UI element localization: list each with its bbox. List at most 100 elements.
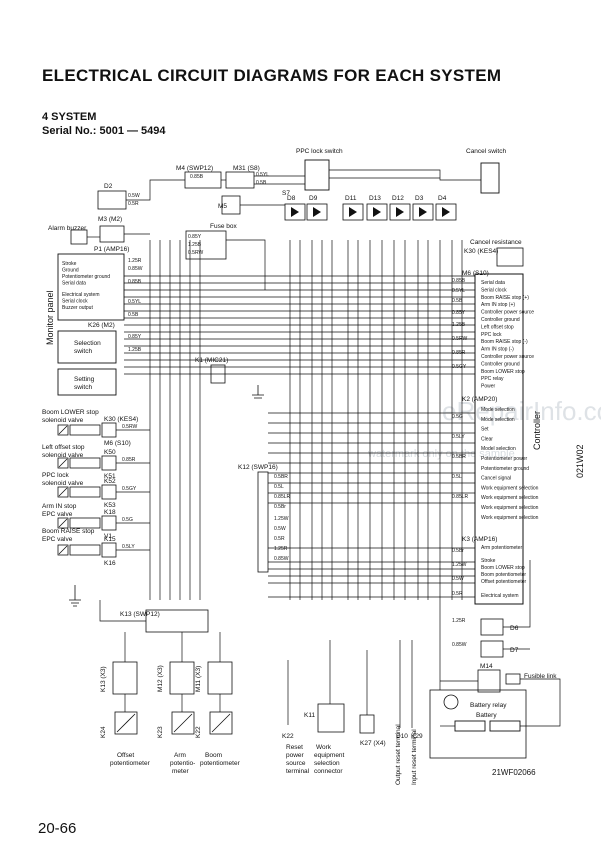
label-setting-switch-1: Setting (74, 376, 95, 383)
valve-coil-icon (57, 544, 69, 556)
label-k27: K11 (304, 712, 315, 719)
label-k13: K13 (SWP12) (120, 611, 160, 618)
wire-color-label: 0.85W (274, 556, 289, 562)
system-heading: 4 SYSTEM Serial No.: 5001 — 5494 (42, 110, 166, 138)
label-boom-pot: Boom (205, 752, 222, 759)
wire-color-label: 0.85B (190, 174, 204, 180)
label-d2: D2 (104, 183, 113, 190)
ground-icon (69, 585, 81, 607)
diode-label: D8 (287, 195, 296, 202)
wire-color-label: 0.85W (128, 266, 143, 272)
label-fusible-link: Fusible link (524, 673, 557, 680)
valve-coil-slash (58, 518, 68, 528)
wire-color-label: 0.5YL (452, 288, 465, 294)
potentiometer-connector (207, 661, 233, 695)
diode-icon (419, 207, 427, 217)
label-boom-lower: Boom LOWER stop (42, 409, 99, 416)
potentiometer-wiper (173, 713, 193, 733)
label-boom-raise-2: EPC valve (42, 536, 73, 543)
valve-connector-label: K53 (104, 502, 116, 509)
potentiometer-label: K23 (157, 726, 164, 738)
label-k12: K12 (SWP16) (238, 464, 278, 471)
k1-signal-label: Arm IN stop (-) (481, 347, 514, 353)
label-boom-raise: Boom RAISE stop (42, 528, 95, 535)
wire-color-label: 0.5YL (128, 299, 141, 305)
label-reset-3: source (286, 760, 306, 767)
valve-connector (101, 455, 117, 471)
label-k30: K26 (M2) (88, 322, 115, 329)
diode-label: D13 (369, 195, 381, 202)
label-d7: D7 (510, 647, 519, 654)
label-m6: K1 (MIC21) (195, 357, 228, 364)
wire-color-label: 0.5RW (452, 336, 467, 342)
potentiometer-body (209, 711, 233, 735)
k2-signal-label: Potentiometer power (481, 456, 527, 462)
wire (226, 239, 266, 290)
label-work-3: selection (314, 760, 340, 767)
monitor-signal-label: Electrical system (62, 292, 100, 298)
setting-switch-box (57, 368, 117, 396)
valve-coil-slash (58, 425, 68, 435)
diode-box (306, 203, 328, 221)
wire (520, 678, 561, 727)
wire-color-label: 0.5G (122, 517, 133, 523)
label-cancel-resistance: Cancel resistance (470, 239, 522, 246)
monitor-signal-label: Serial clock (62, 299, 88, 305)
label-boom-lower-2: solenoid valve (42, 417, 84, 424)
valve-body-icon (69, 486, 101, 498)
connector-k27 (317, 703, 345, 733)
side-code: 021W02 (575, 444, 585, 478)
wire-color-label: 1.25B (128, 347, 142, 353)
potentiometer-connector (169, 661, 195, 695)
diode-box (412, 203, 434, 221)
wire-color-label: 0.5B (452, 298, 463, 304)
potentiometer-connector-label: M12 (X3) (157, 665, 164, 692)
page-number: 20-66 (38, 820, 77, 837)
label-arm-in-2: EPC valve (42, 511, 73, 518)
controller-box (474, 273, 524, 605)
label-k11: K22 (282, 733, 294, 740)
k1-signal-label: Serial data (481, 280, 505, 286)
battery-relay-coil (443, 694, 459, 710)
label-arm-pot-2: potentio- (170, 760, 195, 767)
wire-color-label: 0.5W (128, 193, 140, 199)
valve-connector (101, 515, 117, 531)
k1-signal-label: Controller power source (481, 310, 534, 316)
k2-signal-label: Work equipment selection (481, 485, 539, 491)
valve-coil-icon (57, 424, 69, 436)
label-k29: D10 (396, 733, 408, 740)
potentiometer-connector-label: K13 (X3) (100, 666, 107, 692)
diode-icon (349, 207, 357, 217)
k1-signal-label: Arm IN stop (+) (481, 302, 515, 308)
watermark-sub: watermark only on the sample (367, 448, 515, 460)
valve-body-icon (69, 517, 101, 529)
label-m4: M4 (SWP12) (176, 165, 213, 172)
watermark-main: eRepairInfo.com (442, 396, 601, 426)
wire-color-label: 1.25R (452, 618, 466, 624)
label-reset-1: Reset (286, 744, 303, 751)
diode-icon (373, 207, 381, 217)
label-m5: M5 (218, 203, 227, 210)
wire-color-label: 0.85Y (452, 310, 466, 316)
diode-icon (442, 207, 450, 217)
fusible-link (505, 673, 521, 685)
label-d10: K27 (X4) (360, 740, 386, 747)
diode-icon (313, 207, 321, 217)
k2-signal-label: Work equipment selection (481, 515, 539, 521)
valve-connector-label: M6 (S10) (104, 440, 131, 447)
diode-icon (396, 207, 404, 217)
label-work-1: Work (316, 744, 332, 751)
valve-coil-slash (58, 487, 68, 497)
ground-icon (252, 385, 264, 399)
wire-color-label: 0.5LY (122, 544, 135, 550)
k3-signal-label: Arm potentiometer (481, 545, 522, 551)
diode-d2 (97, 190, 127, 210)
monitor-panel-box (57, 253, 125, 321)
k2-signal-label: Model selection (481, 446, 516, 452)
potentiometer-body (114, 711, 138, 735)
k1-signal-label: Controller ground (481, 361, 520, 367)
wire (503, 560, 531, 628)
valve-connector-label: K50 (104, 449, 116, 456)
